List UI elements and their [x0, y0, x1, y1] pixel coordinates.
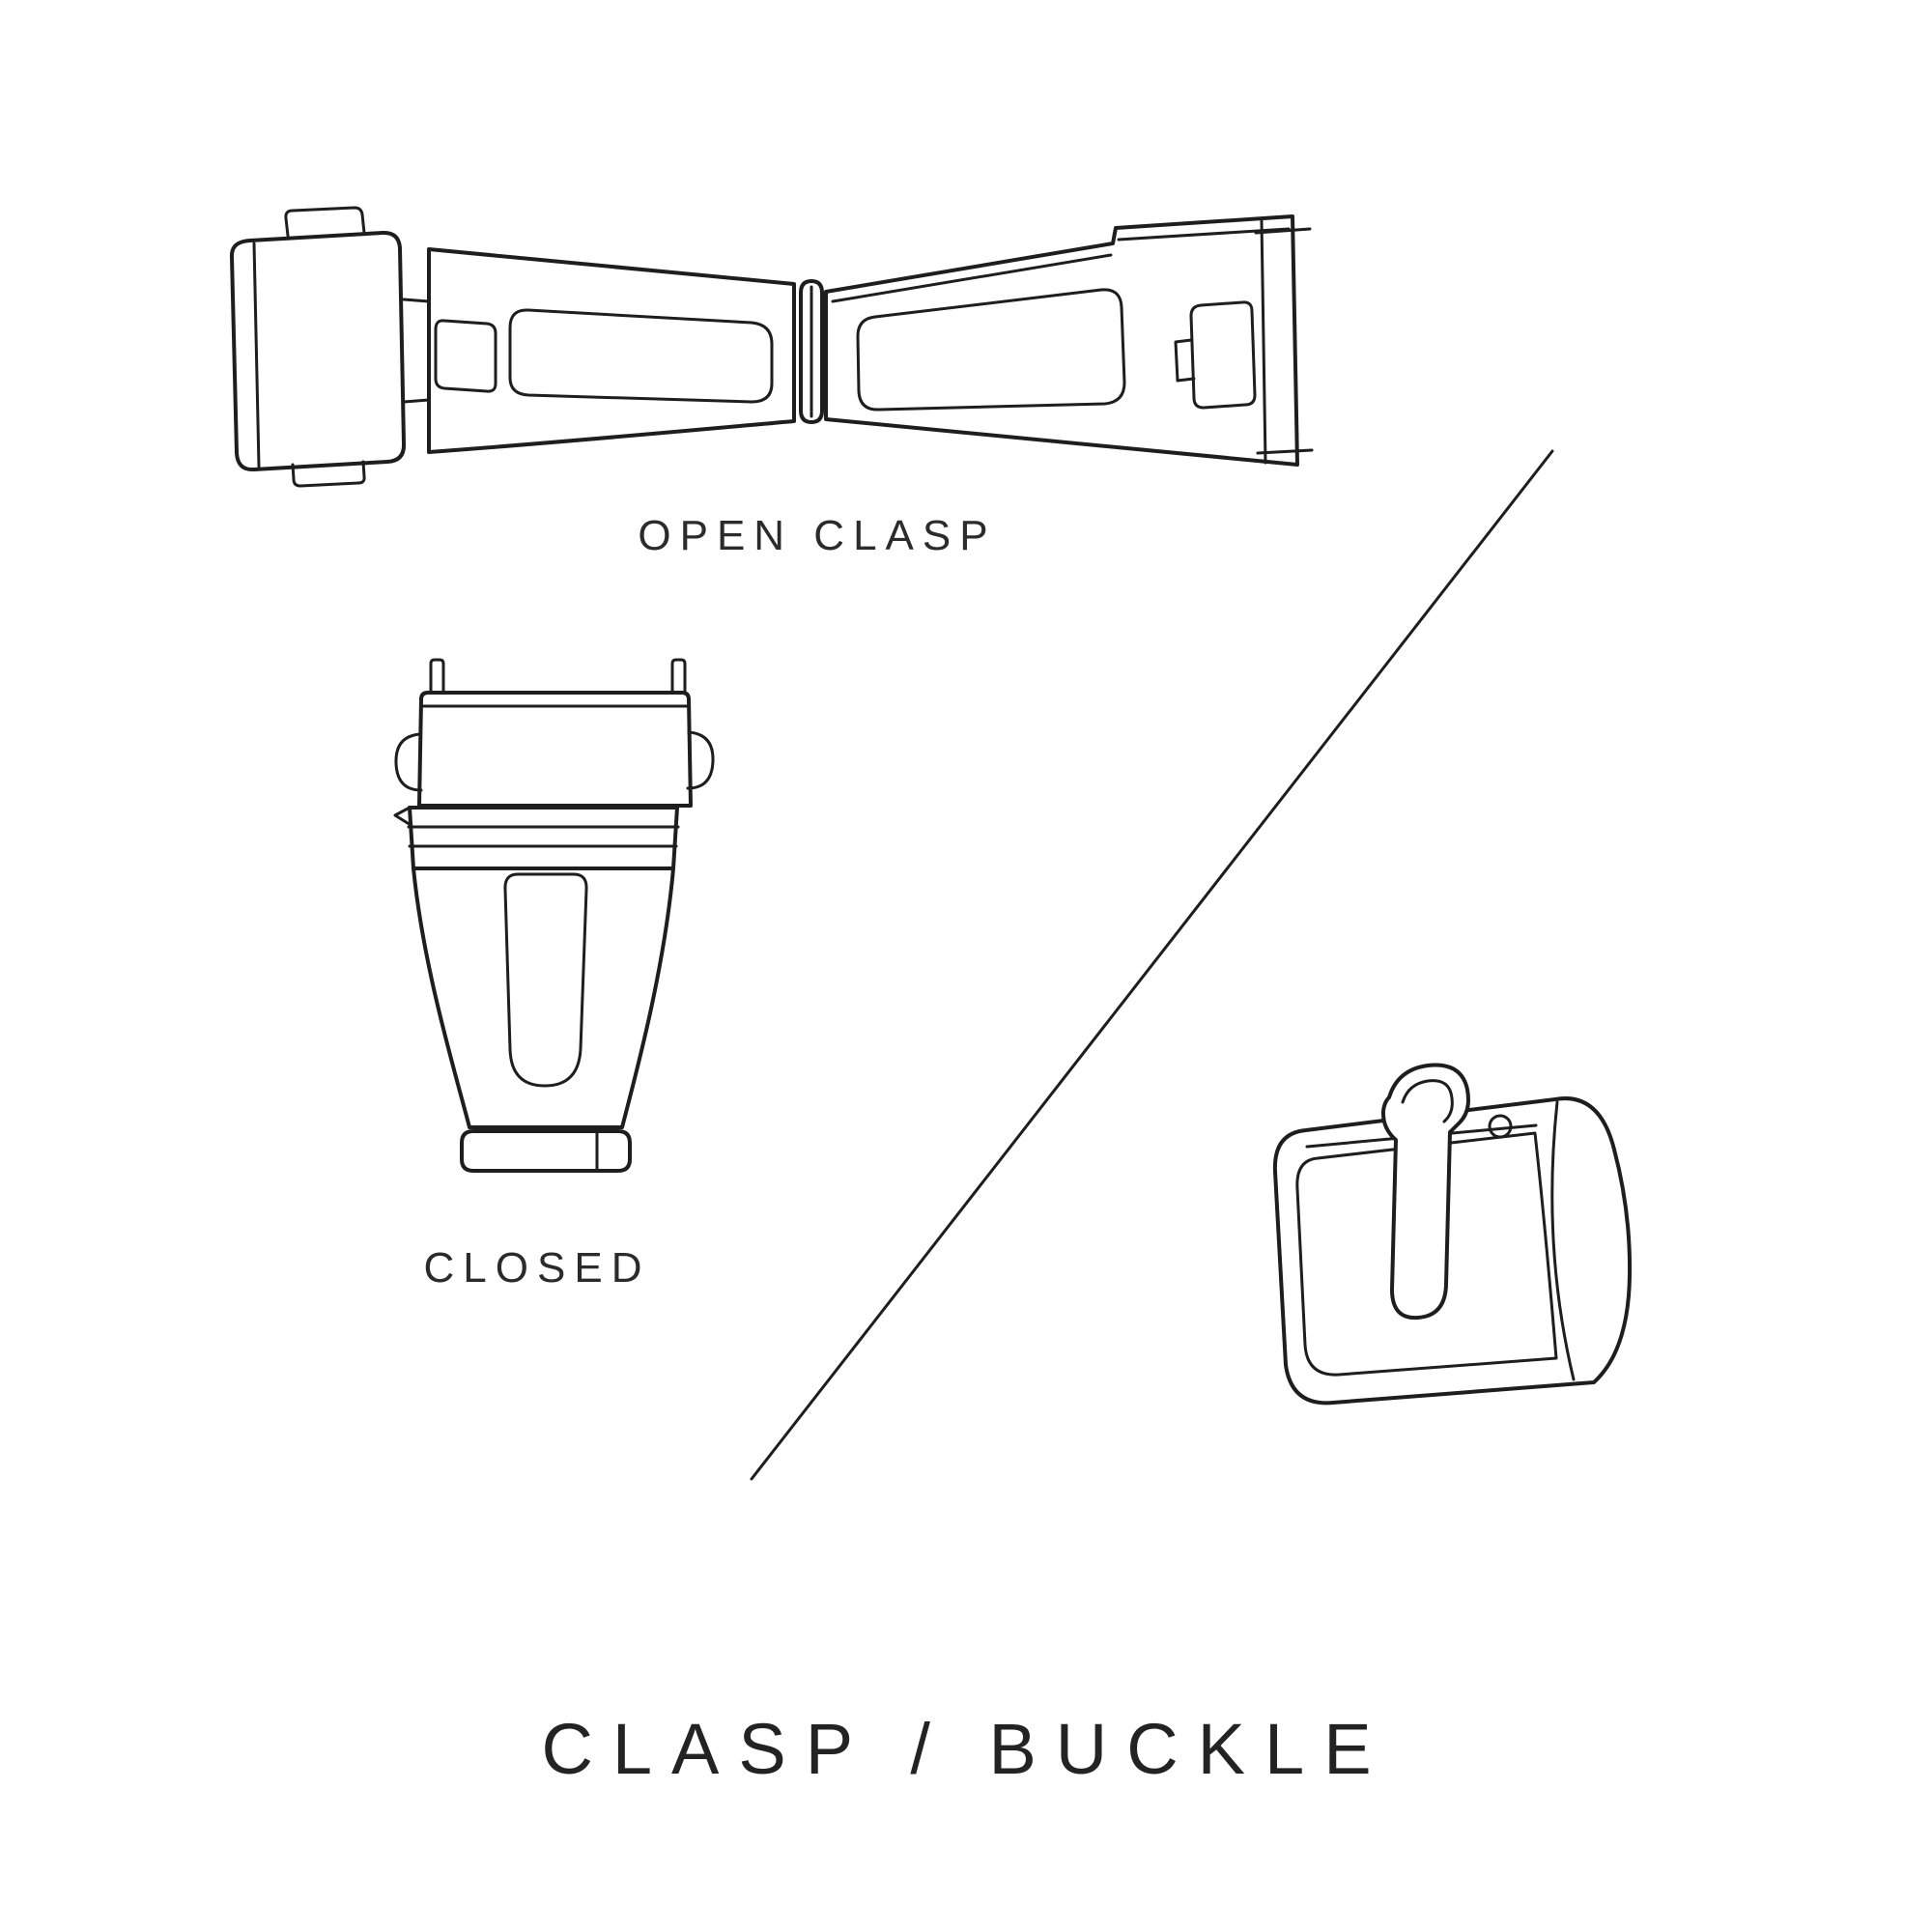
closed-clasp-label: CLOSED	[423, 1244, 651, 1292]
open-clasp-illustration	[229, 206, 1314, 488]
divider-line	[750, 449, 1554, 1481]
page-title: CLASP / BUCKLE	[541, 1709, 1391, 1789]
open-clasp-label: OPEN CLASP	[638, 512, 997, 559]
closed-clasp-illustration	[393, 658, 715, 1173]
tang-buckle-illustration	[1272, 1063, 1633, 1406]
